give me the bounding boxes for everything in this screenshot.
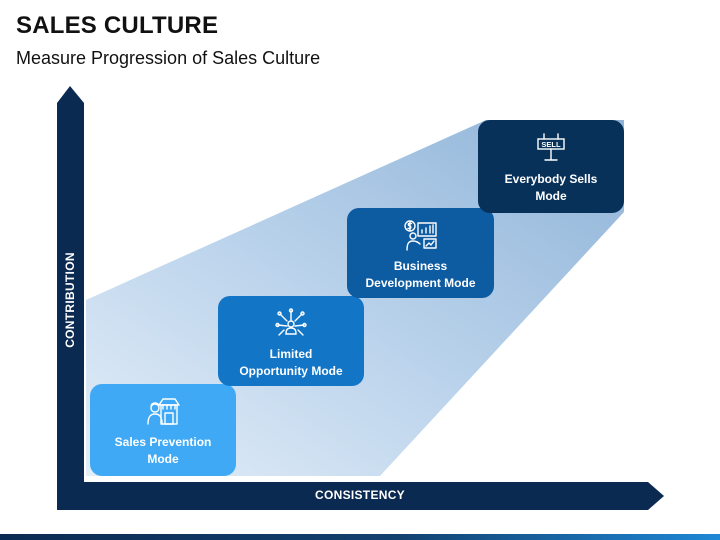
network-person-icon xyxy=(275,308,307,345)
x-axis-arrow xyxy=(57,482,664,510)
sell-sign-icon: SELL xyxy=(534,132,568,167)
step-sales-prevention: Sales Prevention Mode xyxy=(90,384,236,476)
store-person-icon xyxy=(146,397,180,432)
step-label: Sales Prevention Mode xyxy=(114,435,212,466)
step-limited-opportunity: Limited Opportunity Mode xyxy=(218,296,364,386)
step-label: Limited Opportunity Mode xyxy=(239,347,343,378)
presentation-icon xyxy=(403,220,439,257)
step-label: Business Development Mode xyxy=(365,259,476,290)
x-axis-label: CONSISTENCY xyxy=(315,488,405,502)
step-label: Everybody Sells Mode xyxy=(504,172,598,203)
page-title: SALES CULTURE xyxy=(16,12,219,39)
step-business-development: Business Development Mode xyxy=(347,208,494,298)
sell-sign-text: SELL xyxy=(541,140,561,149)
y-axis-label: CONTRIBUTION xyxy=(63,252,77,348)
step-everybody-sells: SELL Everybody Sells Mode xyxy=(478,120,624,213)
page-subtitle: Measure Progression of Sales Culture xyxy=(16,48,321,68)
footer-bar xyxy=(0,534,720,540)
y-axis-arrow xyxy=(57,86,84,498)
